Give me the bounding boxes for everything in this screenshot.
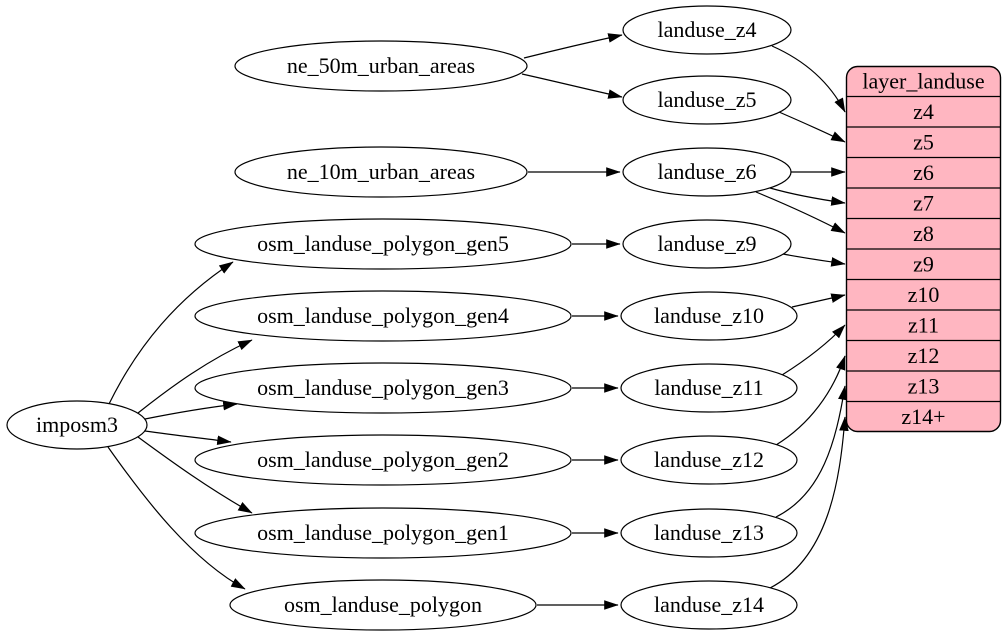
table-row-z8: z8 (913, 221, 934, 246)
node-osm_landuse_polygon_gen1-shape (194, 507, 572, 559)
edge-imposm3-to-osm_landuse_polygon (107, 446, 246, 590)
node-landuse_z10-shape (620, 291, 798, 341)
edge-landuse_z10-to-layer_landuse-z10 (791, 293, 846, 308)
node-osm_landuse_polygon-shape (229, 579, 537, 631)
node-osm_landuse_polygon_gen3: osm_landuse_polygon_gen3 (194, 362, 572, 414)
node-landuse_z10-label: landuse_z10 (654, 303, 764, 328)
edge-imposm3-to-osm_landuse_polygon_gen3 (144, 400, 238, 420)
node-imposm3-label: imposm3 (36, 412, 118, 437)
edge-ne_50m_urban_areas-to-landuse_z4 (523, 33, 623, 59)
edge-landuse_z6-to-layer_landuse-z8 (755, 191, 846, 234)
table-row-z10: z10 (908, 282, 940, 307)
node-ne_50m_urban_areas-shape (234, 40, 528, 92)
node-landuse_z13-shape (620, 508, 798, 558)
node-landuse_z4: landuse_z4 (622, 5, 792, 55)
node-landuse_z11: landuse_z11 (620, 363, 798, 413)
table-row-z12: z12 (908, 343, 940, 368)
node-landuse_z11-label: landuse_z11 (654, 375, 763, 400)
table-row-z9: z9 (913, 252, 934, 277)
edge-landuse_z4-to-layer_landuse-z4 (771, 45, 846, 113)
node-osm_landuse_polygon_gen2: osm_landuse_polygon_gen2 (194, 434, 572, 486)
node-osm_landuse_polygon_gen5: osm_landuse_polygon_gen5 (194, 218, 572, 270)
node-landuse_z6-label: landuse_z6 (658, 159, 757, 184)
table-row-z5: z5 (913, 130, 934, 155)
edge-imposm3-to-osm_landuse_polygon_gen5 (108, 261, 234, 405)
node-landuse_z9-shape (622, 219, 792, 269)
node-osm_landuse_polygon_gen2-label: osm_landuse_polygon_gen2 (257, 447, 509, 472)
node-ne_50m_urban_areas-label: ne_50m_urban_areas (287, 53, 475, 78)
edge-landuse_z13-to-layer_landuse-z13 (775, 385, 848, 518)
node-landuse_z14-shape (620, 580, 798, 630)
node-imposm3-shape (6, 400, 148, 450)
node-imposm3: imposm3 (6, 400, 148, 450)
node-landuse_z4-shape (622, 5, 792, 55)
node-landuse_z13: landuse_z13 (620, 508, 798, 558)
node-osm_landuse_polygon_gen4: osm_landuse_polygon_gen4 (194, 290, 572, 342)
edge-group (107, 33, 849, 610)
table-row-z11: z11 (908, 313, 939, 338)
edge-landuse_z14-to-layer_landuse-z14plus (769, 416, 849, 589)
node-landuse_z5: landuse_z5 (622, 75, 792, 125)
node-osm_landuse_polygon_gen4-shape (194, 290, 572, 342)
node-landuse_z9-label: landuse_z9 (658, 231, 757, 256)
node-landuse_z12: landuse_z12 (620, 435, 798, 485)
node-ne_50m_urban_areas: ne_50m_urban_areas (234, 40, 528, 92)
table-row-z4: z4 (913, 99, 934, 124)
node-landuse_z14-label: landuse_z14 (654, 592, 764, 617)
node-landuse_z13-label: landuse_z13 (654, 520, 764, 545)
node-layer_landuse-table: layer_landuse z4 z5 z6 z7 z8 z9 z10 z11 … (845, 65, 1002, 433)
node-osm_landuse_polygon_gen1-label: osm_landuse_polygon_gen1 (257, 520, 509, 545)
node-osm_landuse_polygon_gen2-shape (194, 434, 572, 486)
edge-ne_50m_urban_areas-to-landuse_z5 (521, 73, 623, 99)
edge-landuse_z9-to-layer_landuse-z9 (782, 253, 846, 267)
node-osm_landuse_polygon_gen3-shape (194, 362, 572, 414)
edge-landuse_z12-to-layer_landuse-z12 (775, 355, 846, 446)
table-row-z6: z6 (913, 160, 934, 185)
node-osm_landuse_polygon_gen3-label: osm_landuse_polygon_gen3 (257, 375, 509, 400)
node-landuse_z5-label: landuse_z5 (658, 87, 757, 112)
node-osm_landuse_polygon-label: osm_landuse_polygon (284, 592, 482, 617)
edge-landuse_z5-to-layer_landuse-z5 (778, 111, 846, 143)
edge-imposm3-to-osm_landuse_polygon_gen1 (137, 436, 253, 514)
node-landuse_z5-shape (622, 75, 792, 125)
table-row-z14plus: z14+ (901, 404, 945, 429)
node-ne_10m_urban_areas-shape (234, 146, 528, 198)
node-osm_landuse_polygon_gen4-label: osm_landuse_polygon_gen4 (257, 303, 509, 328)
table-row-z7: z7 (913, 191, 934, 216)
node-osm_landuse_polygon_gen5-label: osm_landuse_polygon_gen5 (257, 231, 509, 256)
edge-landuse_z11-to-layer_landuse-z11 (781, 324, 846, 376)
node-landuse_z14: landuse_z14 (620, 580, 798, 630)
node-landuse_z4-label: landuse_z4 (658, 17, 757, 42)
node-osm_landuse_polygon_gen5-shape (194, 218, 572, 270)
edge-imposm3-to-osm_landuse_polygon_gen4 (137, 339, 253, 414)
table-row-z13: z13 (908, 374, 940, 399)
node-ne_10m_urban_areas: ne_10m_urban_areas (234, 146, 528, 198)
node-landuse_z11-shape (620, 363, 798, 413)
edge-landuse_z6-to-layer_landuse-z7 (769, 187, 846, 206)
node-landuse_z10: landuse_z10 (620, 291, 798, 341)
edge-imposm3-to-osm_landuse_polygon_gen2 (144, 430, 232, 445)
node-landuse_z12-shape (620, 435, 798, 485)
node-osm_landuse_polygon: osm_landuse_polygon (229, 579, 537, 631)
node-landuse_z9: landuse_z9 (622, 219, 792, 269)
node-landuse_z6: landuse_z6 (622, 147, 792, 197)
node-ne_10m_urban_areas-label: ne_10m_urban_areas (287, 159, 475, 184)
node-landuse_z6-shape (622, 147, 792, 197)
node-landuse_z12-label: landuse_z12 (654, 447, 764, 472)
node-osm_landuse_polygon_gen1: osm_landuse_polygon_gen1 (194, 507, 572, 559)
layer_landuse-table-title: layer_landuse (862, 69, 984, 94)
